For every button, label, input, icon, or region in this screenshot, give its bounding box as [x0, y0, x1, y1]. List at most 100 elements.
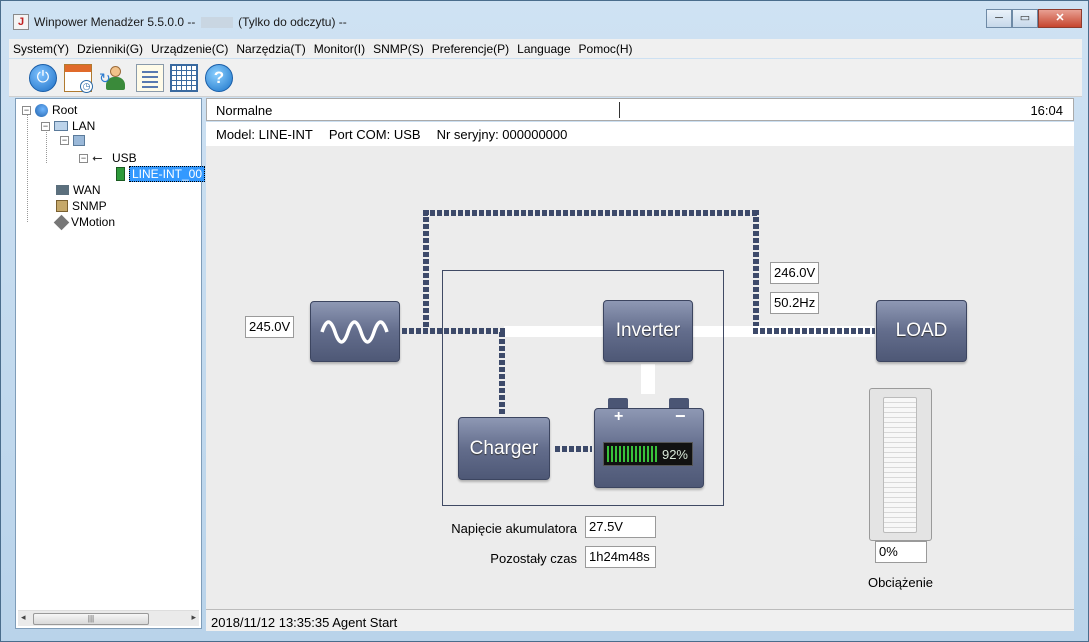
- menu-monitor[interactable]: Monitor(I): [313, 41, 366, 56]
- battery-bar-segment: [635, 446, 637, 462]
- output-line: [753, 328, 875, 334]
- menu-language[interactable]: Language: [517, 41, 571, 56]
- battery-voltage-label: Napięcie akumulatora: [451, 521, 577, 536]
- tree-node-snmp[interactable]: SNMP: [56, 199, 107, 213]
- load-box[interactable]: LOAD: [876, 300, 967, 362]
- battery-bar-segment: [611, 446, 613, 462]
- title-bar[interactable]: J Winpower Menadżer 5.5.0.0 -- (Tylko do…: [1, 1, 1088, 39]
- snmp-icon: [56, 200, 68, 212]
- ups-flow-diagram: 245.0V Inverter Charger LOAD 246.0V 50.2…: [206, 146, 1074, 609]
- tree-node-wan[interactable]: WAN: [56, 183, 101, 197]
- tree-label-snmp: SNMP: [72, 199, 107, 213]
- scroll-thumb[interactable]: |||: [33, 613, 149, 625]
- sine-wave-icon: [320, 319, 389, 344]
- menu-logs[interactable]: Dzienniki(G): [77, 41, 144, 56]
- collapse-toggle[interactable]: −: [41, 120, 50, 131]
- battery-bar-segment: [619, 446, 621, 462]
- battery-bar-segment: [651, 446, 653, 462]
- menu-help[interactable]: Pomoc(H): [578, 41, 633, 56]
- tree-node-root[interactable]: − Root: [22, 103, 77, 117]
- toolbar: ⏻ ◷ ↻ ?: [9, 59, 1082, 97]
- tree-label-usb: USB: [112, 151, 137, 165]
- event-log-bar: 2018/11/12 13:35:35 Agent Start: [206, 609, 1074, 631]
- title-prefix: Winpower Menadżer 5.5.0.0 --: [34, 15, 196, 29]
- tree-line: [46, 130, 47, 163]
- menu-device[interactable]: Urządzenie(C): [151, 41, 229, 56]
- schedule-icon[interactable]: ◷: [64, 64, 93, 93]
- menu-tools[interactable]: Narzędzia(T): [236, 41, 306, 56]
- ups-frame: [442, 270, 724, 506]
- network-globe-icon: [35, 103, 48, 117]
- user-head: [110, 66, 121, 77]
- maximize-button[interactable]: ▭: [1012, 9, 1038, 28]
- battery-bar-segment: [643, 446, 645, 462]
- inverter-battery-link: [641, 364, 655, 394]
- window-controls: ─ ▭ ✕: [986, 9, 1082, 29]
- tree-node-computer[interactable]: −: [60, 135, 89, 146]
- output-frequency-value: 50.2Hz: [770, 292, 820, 314]
- wan-icon: [56, 185, 69, 195]
- title-suffix: (Tylko do odczytu) --: [238, 15, 347, 29]
- usb-icon: ⭠: [92, 150, 103, 165]
- menu-preferences[interactable]: Preferencje(P): [431, 41, 510, 56]
- collapse-toggle[interactable]: −: [22, 104, 31, 115]
- battery-bar-segment: [647, 446, 649, 462]
- battery-minus-sign: −: [675, 406, 686, 426]
- battery-bar-segment: [607, 446, 609, 462]
- port-info: Port COM: USB: [328, 126, 421, 142]
- window-title: Winpower Menadżer 5.5.0.0 -- (Tylko do o…: [34, 15, 347, 29]
- tree-label-wan: WAN: [73, 183, 101, 197]
- collapse-toggle[interactable]: −: [60, 135, 69, 145]
- charger-box[interactable]: Charger: [458, 417, 550, 480]
- tree-node-device[interactable]: LINE-INT_00: [116, 166, 206, 182]
- user-body: [106, 77, 125, 90]
- lan-network-icon: [54, 121, 68, 131]
- bypass-line-top: [423, 210, 759, 216]
- ups-status-text: Normalne: [216, 103, 273, 118]
- ac-input-box[interactable]: [310, 301, 400, 362]
- close-button[interactable]: ✕: [1038, 9, 1082, 28]
- help-icon[interactable]: ?: [205, 64, 233, 92]
- input-line: [402, 328, 506, 334]
- refresh-arrow-icon: ↻: [99, 70, 111, 86]
- battery-terminal-minus: [669, 398, 689, 410]
- menu-system[interactable]: System(Y): [13, 41, 70, 56]
- load-percent-value: 0%: [875, 541, 927, 563]
- load-gauge-frame: [869, 388, 932, 541]
- battery-voltage-value: 27.5V: [585, 516, 656, 538]
- scroll-left-arrow-icon[interactable]: ◂: [21, 612, 26, 622]
- redacted-host: [200, 17, 233, 29]
- tree-label-vmotion: VMotion: [71, 215, 116, 229]
- tree-node-vmotion[interactable]: VMotion: [53, 214, 116, 230]
- inverter-box[interactable]: Inverter: [603, 300, 693, 362]
- status-divider: [619, 102, 620, 118]
- clock-icon: ◷: [80, 80, 93, 93]
- input-voltage-value: 245.0V: [245, 316, 295, 338]
- status-bar: Normalne 16:04: [206, 98, 1074, 121]
- power-icon[interactable]: ⏻: [29, 64, 57, 92]
- menu-snmp[interactable]: SNMP(S): [373, 41, 424, 56]
- tree-label-device: LINE-INT_00: [129, 166, 206, 182]
- scroll-right-arrow-icon[interactable]: ▸: [191, 612, 196, 622]
- tree-node-usb[interactable]: − ⭠ USB: [79, 151, 137, 165]
- tree-node-lan[interactable]: − LAN: [41, 119, 95, 133]
- charger-line: [499, 332, 505, 416]
- output-voltage-value: 246.0V: [770, 262, 820, 284]
- battery-percent: 92%: [661, 447, 688, 462]
- minimize-button[interactable]: ─: [986, 9, 1012, 28]
- collapse-toggle[interactable]: −: [79, 152, 88, 163]
- model-info: Model: LINE-INT: [216, 126, 313, 142]
- user-icon[interactable]: ↻: [99, 64, 129, 92]
- load-gauge-track: [883, 397, 917, 533]
- log-list-icon[interactable]: [136, 64, 164, 92]
- vmotion-icon: [53, 214, 70, 230]
- battery-bar-segment: [631, 446, 633, 462]
- battery-bar-segment: [627, 446, 629, 462]
- load-label: Obciążenie: [867, 575, 934, 590]
- battery-plus-sign: +: [614, 408, 624, 425]
- tree-horizontal-scrollbar[interactable]: ◂ ||| ▸: [18, 610, 199, 626]
- battery-bar-segment: [615, 446, 617, 462]
- data-grid-icon[interactable]: [170, 64, 198, 92]
- battery-bar-segment: [623, 446, 625, 462]
